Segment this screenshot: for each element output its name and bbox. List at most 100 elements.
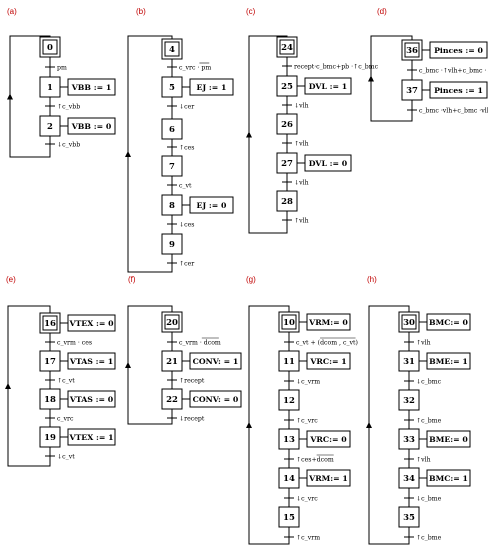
transition-1: recept·c_bmc+pb ·↑c_bmc xyxy=(282,64,379,71)
transition-condition: c_bmc ·vlh+c_bmc ·vlh xyxy=(419,108,488,115)
transition-condition: ↑cer xyxy=(179,261,194,268)
action-label: DVL := 1 xyxy=(309,82,347,91)
step-0: 0 xyxy=(39,36,61,67)
transition-2: c_bmc ·vlh+c_bmc ·vlh xyxy=(407,108,488,115)
action-box xyxy=(189,352,242,370)
action-box xyxy=(429,81,488,99)
transition-2: ↑c_vbb xyxy=(45,104,80,111)
action-box xyxy=(67,314,116,332)
transition-3: c_vrc xyxy=(45,416,74,423)
action-label: VRC:= 1 xyxy=(309,357,346,366)
initial-step-inner-box xyxy=(279,39,295,55)
step-number: 8 xyxy=(169,201,175,211)
transition-condition: c_bmc ·↑vlh+c_bmc ·↓vlh xyxy=(419,68,488,75)
action-label: BME:= 0 xyxy=(429,435,468,444)
action-label: Pinces := 0 xyxy=(434,46,483,55)
transition-condition: ↓c_vt xyxy=(57,454,75,461)
transition-5: ↑vlh xyxy=(282,218,309,225)
step-number: 13 xyxy=(283,435,295,445)
action-label: EJ := 1 xyxy=(197,83,227,92)
step-number: 37 xyxy=(406,86,418,96)
action-label: BME:= 1 xyxy=(429,357,468,366)
flow-arrow-icon xyxy=(366,422,372,428)
transition-condition: ↑recept xyxy=(179,378,205,385)
action-box xyxy=(306,469,351,487)
action-box xyxy=(426,313,471,331)
step-8: 8 EJ := 0 xyxy=(161,185,234,224)
step-number: 33 xyxy=(403,435,415,445)
step-number: 21 xyxy=(166,357,178,367)
action-label: BMC:= 1 xyxy=(429,474,468,483)
transition-condition: ↑c_vt xyxy=(57,378,75,385)
step-number: 22 xyxy=(166,395,178,405)
transition-condition: c_vrm · ces xyxy=(57,340,92,347)
transition-3: ↑ces xyxy=(167,145,195,152)
transition-4: ↓c_vt xyxy=(45,454,75,461)
step-15: 15 xyxy=(278,498,300,537)
step-7: 7 xyxy=(161,147,183,185)
step-26: 26 xyxy=(276,105,298,143)
transition-4: ↑ces+dcom xyxy=(284,454,334,464)
transition-4: c_vt xyxy=(167,183,192,190)
panel-label: (g) xyxy=(246,275,256,284)
action-label: VTAS := 1 xyxy=(69,357,113,366)
panel-label: (e) xyxy=(6,275,16,284)
flow-arrow-icon xyxy=(368,75,374,82)
transition-condition: c_vt + (dcom , c_vt) xyxy=(296,340,358,347)
step-number: 24 xyxy=(281,43,293,53)
transition-condition: ↑vlh xyxy=(416,457,431,464)
step-4: 4 xyxy=(161,38,183,67)
flow-arrow-icon xyxy=(246,422,252,428)
transition-4: ↓vlh xyxy=(282,180,309,187)
transition-condition: ↑c_vrc xyxy=(296,418,318,425)
transition-6: ↑c_vrm xyxy=(284,535,320,542)
step-number: 32 xyxy=(403,396,415,406)
step-21: 21 CONV: = 1 xyxy=(161,342,242,380)
action-label: CONV: = 1 xyxy=(193,357,239,366)
initial-step-inner-box xyxy=(404,42,420,58)
action-box xyxy=(426,469,471,487)
step-number: 7 xyxy=(169,162,175,172)
transition-6: ↑c_bme xyxy=(404,535,442,542)
step-33: 33 BME:= 0 xyxy=(398,420,471,459)
panel-label: (b) xyxy=(136,7,146,16)
action-box xyxy=(189,78,234,96)
action-box xyxy=(426,352,471,370)
action-box xyxy=(67,428,116,446)
transition-condition: c_vrc · pm xyxy=(179,65,211,72)
transition-condition: ↑vlh xyxy=(294,218,309,225)
step-20: 20 xyxy=(161,311,183,342)
action-label: EJ := 0 xyxy=(197,201,227,210)
transition-1: c_vt + (dcom , c_vt) xyxy=(284,337,358,347)
flow-arrow-icon xyxy=(125,362,131,368)
action-box xyxy=(306,313,351,331)
step-number: 25 xyxy=(281,82,293,92)
step-number: 27 xyxy=(281,159,293,169)
transition-1: c_vrm · ces xyxy=(45,340,92,347)
flow-arrow-icon xyxy=(7,93,13,100)
step-28: 28 xyxy=(276,182,298,220)
step-number: 35 xyxy=(403,513,415,523)
initial-step-inner-box xyxy=(281,314,297,330)
transition-condition: ↑c_vbb xyxy=(57,104,80,111)
transition-2: ↑recept xyxy=(167,378,205,385)
action-label: CONV: = 0 xyxy=(193,395,239,404)
step-number: 18 xyxy=(44,395,56,405)
transition-4: ↑vlh xyxy=(404,457,431,464)
panel-label: (h) xyxy=(367,275,377,284)
step-number: 26 xyxy=(281,120,293,130)
transition-1: c_vrc · pm xyxy=(167,62,211,72)
action-box xyxy=(67,390,116,408)
